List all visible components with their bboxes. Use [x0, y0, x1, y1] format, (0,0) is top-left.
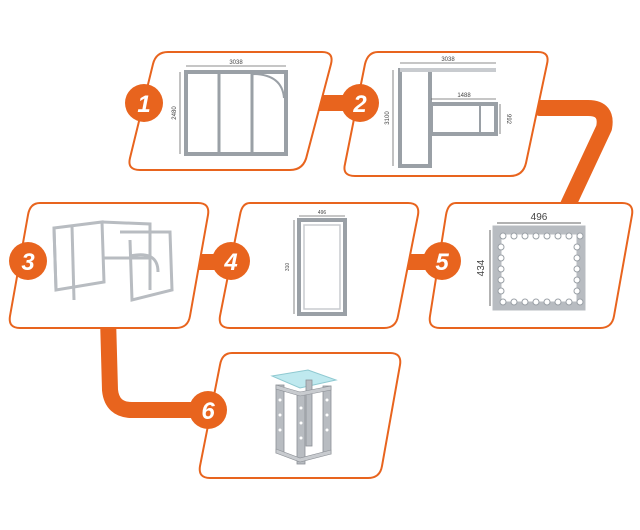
lightbox-border	[492, 225, 586, 311]
wall-panels-drawing	[184, 70, 288, 156]
door-frame-drawing	[297, 218, 347, 316]
step-number-5: 5	[435, 249, 449, 276]
pedestal-rails	[275, 384, 332, 463]
step-number-3: 3	[21, 249, 35, 276]
bulb	[565, 232, 573, 240]
hole	[278, 398, 282, 402]
dim-label-width: 3038	[441, 57, 455, 63]
bulb	[532, 298, 540, 306]
bulb	[554, 298, 562, 306]
step-badge-2	[341, 84, 379, 122]
card-2-frame	[343, 51, 549, 177]
pedestal-rail	[275, 384, 332, 397]
step-card-2: 3038 3100 1488 992 2	[341, 51, 549, 177]
booth-frame-3d-drawing	[52, 220, 174, 302]
pedestal-leg	[275, 384, 285, 454]
card-3-frame	[8, 202, 210, 329]
lightbox-frame-drawing	[492, 225, 586, 311]
booth-post	[52, 227, 58, 291]
lightbox-bulbs	[497, 232, 584, 306]
bulb	[576, 232, 584, 240]
hole	[278, 428, 282, 432]
dim-label-height: 3100	[385, 111, 391, 125]
pedestal-drawing	[270, 369, 338, 465]
panel-curve	[251, 73, 285, 99]
pedestal-leg	[305, 379, 313, 447]
bulb	[554, 232, 562, 240]
pedestal-glass-top	[270, 369, 338, 389]
hole	[299, 436, 303, 440]
bulb	[573, 243, 581, 251]
step-number-1: 1	[137, 91, 150, 118]
booth-post	[70, 225, 76, 301]
bulb	[499, 298, 507, 306]
bulb	[573, 254, 581, 262]
connector-2-5	[532, 100, 613, 213]
dim-label-inner-height: 992	[505, 114, 511, 125]
step-badge-1	[125, 84, 163, 122]
bulb	[497, 265, 505, 273]
step-badge-6	[189, 391, 227, 429]
step-number-6: 6	[201, 398, 215, 425]
connector-3-6	[100, 310, 223, 418]
bulb	[497, 287, 505, 295]
step-card-6: 6	[189, 352, 402, 479]
bulb	[573, 287, 581, 295]
bulb	[576, 298, 584, 306]
step-badge-4	[212, 242, 250, 280]
dim-label-inner-width: 1488	[457, 93, 471, 99]
bulb	[497, 243, 505, 251]
step-card-4: 496 310 4	[212, 202, 420, 329]
dim-label-width: 3038	[229, 60, 243, 66]
pedestal-holes	[278, 398, 329, 440]
bulb	[543, 298, 551, 306]
hole	[299, 421, 303, 425]
bulb	[573, 276, 581, 284]
dim-label-height: 310	[285, 263, 291, 272]
step-number-4: 4	[223, 249, 237, 276]
pedestal-leg	[296, 391, 306, 465]
hole	[325, 398, 329, 402]
panel-frame	[184, 70, 288, 156]
bulb	[532, 232, 540, 240]
step-number-2: 2	[352, 91, 367, 118]
bulb	[497, 254, 505, 262]
step-badge-3	[9, 242, 47, 280]
door-frame-outer	[297, 218, 347, 316]
booth-right-wall	[120, 230, 174, 302]
dim-label-height: 434	[476, 259, 487, 276]
pedestal-leg	[322, 385, 332, 455]
hole	[325, 428, 329, 432]
l-shape-drawing	[398, 68, 498, 168]
step-card-1: 3038 2480 1	[125, 51, 333, 171]
bulb	[510, 298, 518, 306]
dim-label-height: 2480	[172, 106, 178, 120]
counter-frame	[429, 102, 498, 136]
bulb	[499, 232, 507, 240]
pedestal-rail	[275, 448, 332, 463]
top-bar	[400, 68, 496, 72]
step-card-5: 496 434 5	[423, 202, 634, 329]
door-frame-inner	[303, 224, 341, 310]
dim-label-width: 496	[318, 210, 327, 216]
hole	[278, 413, 282, 417]
step-badge-5	[423, 242, 461, 280]
hole	[299, 406, 303, 410]
bulb	[521, 232, 529, 240]
bulb	[521, 298, 529, 306]
bulb	[565, 298, 573, 306]
bulb	[510, 232, 518, 240]
bulb	[543, 232, 551, 240]
dim-label-width: 496	[531, 212, 548, 223]
card-4-frame	[218, 202, 420, 329]
bulb	[573, 265, 581, 273]
hole	[325, 413, 329, 417]
step-card-3: 3	[8, 202, 210, 329]
bulb	[497, 276, 505, 284]
